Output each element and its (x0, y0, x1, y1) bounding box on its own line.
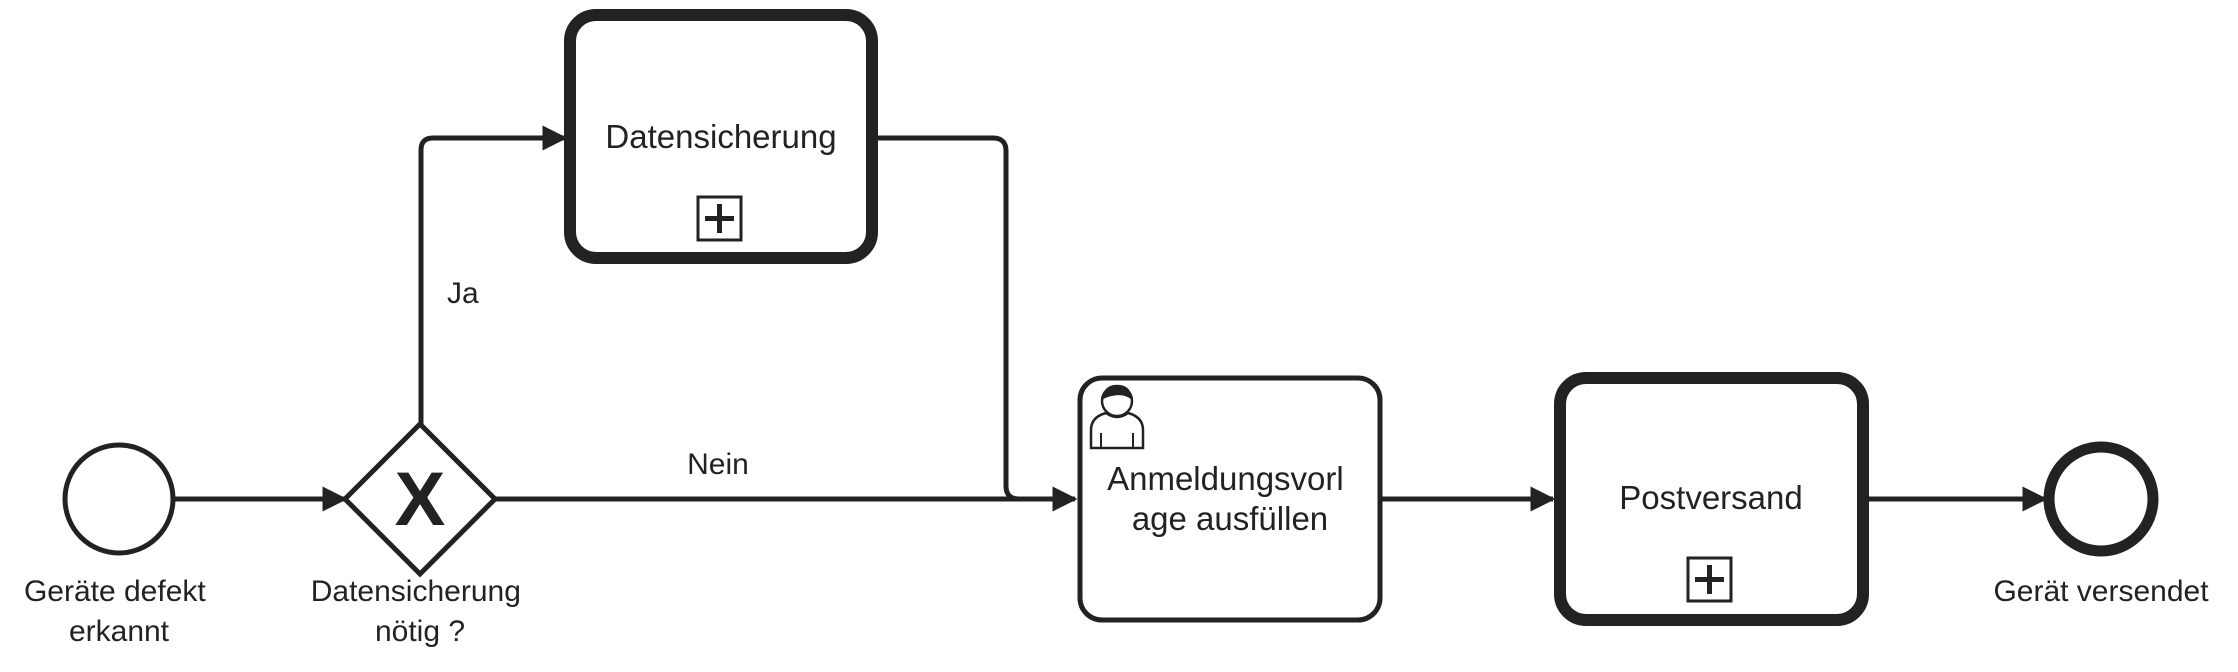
subprocess-postversand[interactable]: Postversand (1554, 372, 1869, 626)
subprocess-datensicherung[interactable]: Datensicherung (564, 9, 878, 264)
user-task-label: Anmeldungsvorl age ausfüllen (1107, 460, 1353, 537)
subprocess-datensicherung-label: Datensicherung (605, 118, 836, 155)
plus-icon[interactable] (696, 195, 743, 242)
exclusive-gateway[interactable]: X (341, 420, 499, 578)
gateway-x-icon: X (395, 457, 446, 542)
start-event[interactable] (62, 442, 176, 556)
user-icon (1089, 384, 1145, 450)
flow-gateway-to-backup[interactable] (418, 125, 568, 424)
end-event[interactable] (2043, 441, 2159, 557)
gateway-label: Datensicherung nötig ? (311, 575, 529, 648)
flow-label-yes: Ja (447, 277, 479, 310)
flow-backup-to-form[interactable] (875, 135, 1075, 502)
start-event-label: Geräte defekt erkannt (24, 575, 214, 648)
end-event-label: Gerät versendet (1993, 575, 2209, 608)
user-task-anmeldungsvorlage[interactable]: Anmeldungsvorl age ausfüllen (1077, 375, 1383, 623)
subprocess-postversand-label: Postversand (1619, 479, 1802, 516)
plus-icon[interactable] (1686, 556, 1733, 603)
flow-label-no: Nein (687, 448, 749, 481)
